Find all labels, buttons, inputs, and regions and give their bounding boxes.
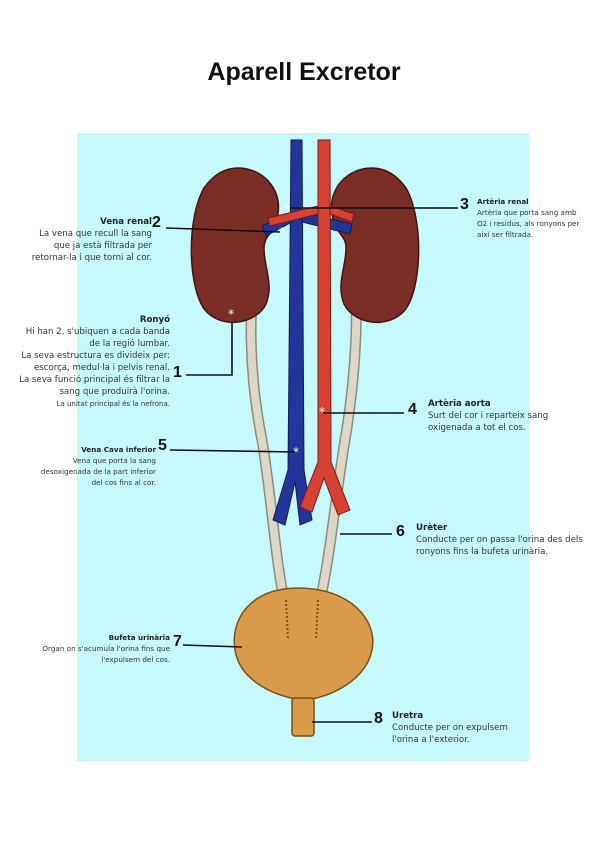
label-urethra-line: l'orina a l'exterior. xyxy=(392,734,592,746)
label-kidney: Ronyó Hi han 2, s'ubiquen a cada banda d… xyxy=(0,314,170,410)
label-aorta: Artèria aorta Surt del cor i reparteix s… xyxy=(428,398,604,434)
label-bladder-title: Bufeta urinària xyxy=(4,632,170,643)
leader-line-7 xyxy=(183,645,242,647)
label-ureter-line: ronyons fins la bufeta urinària. xyxy=(416,546,606,558)
leader-line-1 xyxy=(186,322,232,375)
label-urethra: Uretra Conducte per on expulsem l'orina … xyxy=(392,710,592,746)
label-renal-vein-line: La vena que recull la sang xyxy=(6,228,152,240)
label-vena-cava-title: Vena Cava inferior xyxy=(4,444,156,455)
label-vena-cava-line: del cos fins al cor. xyxy=(4,477,156,488)
label-renal-artery: Artèria renal Artèria que porta sang amb… xyxy=(477,196,605,240)
label-kidney-line: sang que produirà l'orina. xyxy=(0,386,170,398)
number-5: 5 xyxy=(158,437,167,455)
label-aorta-line: Surt del cor i reparteix sang xyxy=(428,410,604,422)
number-1: 1 xyxy=(173,364,182,382)
label-renal-artery-line: O2 i residus, als ronyons per xyxy=(477,218,605,229)
marker-aorta: * xyxy=(319,405,325,419)
label-bladder-line: Òrgan on s'acumula l'orina fins que xyxy=(4,643,170,654)
number-3: 3 xyxy=(460,196,469,214)
label-renal-artery-title: Artèria renal xyxy=(477,196,605,207)
number-4: 4 xyxy=(408,401,417,419)
label-kidney-title: Ronyó xyxy=(0,314,170,326)
urethra xyxy=(292,698,314,736)
label-kidney-line: La seva estructura es divideix per: xyxy=(0,350,170,362)
label-renal-vein-line: que ja està filtrada per xyxy=(6,240,152,252)
label-renal-vein-line: retornar-la i que torni al cor. xyxy=(6,252,152,264)
label-renal-vein-title: Vena renal xyxy=(6,216,152,228)
number-2: 2 xyxy=(152,214,161,232)
label-urethra-title: Uretra xyxy=(392,710,592,722)
leader-line-5 xyxy=(170,450,295,452)
number-6: 6 xyxy=(396,523,405,541)
left-kidney xyxy=(191,168,278,322)
label-kidney-note: La unitat principal és la nefrona. xyxy=(0,398,170,410)
vena-cava xyxy=(273,140,312,525)
bladder xyxy=(234,588,373,700)
label-aorta-line: oxigenada a tot el cos. xyxy=(428,422,604,434)
marker-renal-artery: * xyxy=(284,203,290,217)
right-kidney xyxy=(331,168,418,322)
label-ureter-title: Urèter xyxy=(416,522,606,534)
number-8: 8 xyxy=(374,710,383,728)
label-urethra-line: Conducte per on expulsem xyxy=(392,722,592,734)
label-bladder-line: l'expulsem del cos. xyxy=(4,654,170,665)
label-renal-artery-line: Artèria que porta sang amb xyxy=(477,207,605,218)
label-kidney-line: La seva funció principal és filtrar la xyxy=(0,374,170,386)
label-aorta-title: Artèria aorta xyxy=(428,398,604,410)
label-vena-cava-line: desoxigenada de la part inferior xyxy=(4,466,156,477)
label-kidney-line: Hi han 2, s'ubiquen a cada banda xyxy=(0,326,170,338)
label-kidney-line: de la regió lumbar. xyxy=(0,338,170,350)
label-vena-cava-line: Vena que porta la sang xyxy=(4,455,156,466)
label-vena-cava: Vena Cava inferior Vena que porta la san… xyxy=(4,444,156,488)
label-ureter: Urèter Conducte per on passa l'orina des… xyxy=(416,522,606,558)
label-ureter-line: Conducte per on passa l'orina des dels xyxy=(416,534,606,546)
label-renal-artery-line: així ser filtrada. xyxy=(477,229,605,240)
number-7: 7 xyxy=(173,633,182,651)
label-bladder: Bufeta urinària Òrgan on s'acumula l'ori… xyxy=(4,632,170,665)
label-renal-vein: Vena renal La vena que recull la sang qu… xyxy=(6,216,152,264)
label-kidney-line: escorça, medul·la i pelvis renal. xyxy=(0,362,170,374)
marker-kidney: * xyxy=(228,307,234,321)
